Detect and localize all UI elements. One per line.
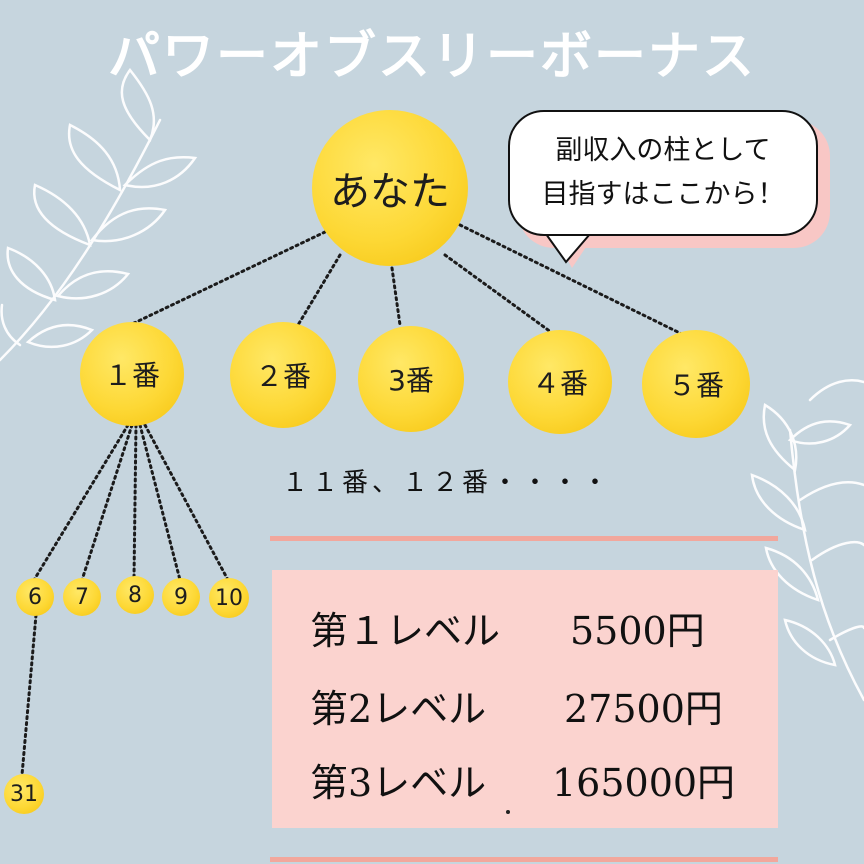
reward-row-3: 第3レベル 165000円 xyxy=(310,752,735,807)
left-leaf-decoration xyxy=(0,67,198,362)
reward-level-3: 第3レベル xyxy=(310,761,487,805)
sub-node-6: 6 xyxy=(16,578,54,616)
level1-node-4: ４番 xyxy=(508,330,612,434)
reward-level-2: 第2レベル xyxy=(310,687,487,731)
more-members-text: １１番、１２番・・・・ xyxy=(282,468,613,498)
reward-amount-1: 5500円 xyxy=(570,609,705,653)
reward-row-1: 第１レベル 5500円 xyxy=(310,600,705,655)
right-leaf-decoration xyxy=(750,379,864,702)
speech-bubble-line-1: 副収入の柱として xyxy=(555,135,771,166)
speech-bubble-line-2: 目指すはここから！ xyxy=(541,179,785,210)
deep-node-31: 31 xyxy=(4,774,44,814)
sub-node-9: 9 xyxy=(162,578,200,616)
level1-node-5: ５番 xyxy=(642,330,750,438)
reward-amount-3: 165000円 xyxy=(552,761,736,805)
speech-bubble: 副収入の柱として 目指すはここから！ xyxy=(508,110,818,236)
level1-node-3: 3番 xyxy=(358,326,464,432)
reward-box xyxy=(272,570,778,828)
reward-row-2: 第2レベル 27500円 xyxy=(310,678,723,733)
stray-dot xyxy=(506,810,510,814)
top-divider xyxy=(270,536,778,541)
sub-node-10: 10 xyxy=(209,578,249,618)
page-title: パワーオブスリーボーナス xyxy=(107,27,756,87)
level1-node-2: ２番 xyxy=(230,322,336,428)
sub-node-8: 8 xyxy=(116,576,154,614)
sub-node-7: 7 xyxy=(63,578,101,616)
dotted-connectors xyxy=(20,223,692,777)
reward-amount-2: 27500円 xyxy=(564,687,723,731)
reward-level-1: 第１レベル xyxy=(310,609,501,653)
bottom-divider xyxy=(270,857,778,862)
root-node: あなた xyxy=(312,110,468,266)
level1-node-1: １番 xyxy=(80,322,184,426)
